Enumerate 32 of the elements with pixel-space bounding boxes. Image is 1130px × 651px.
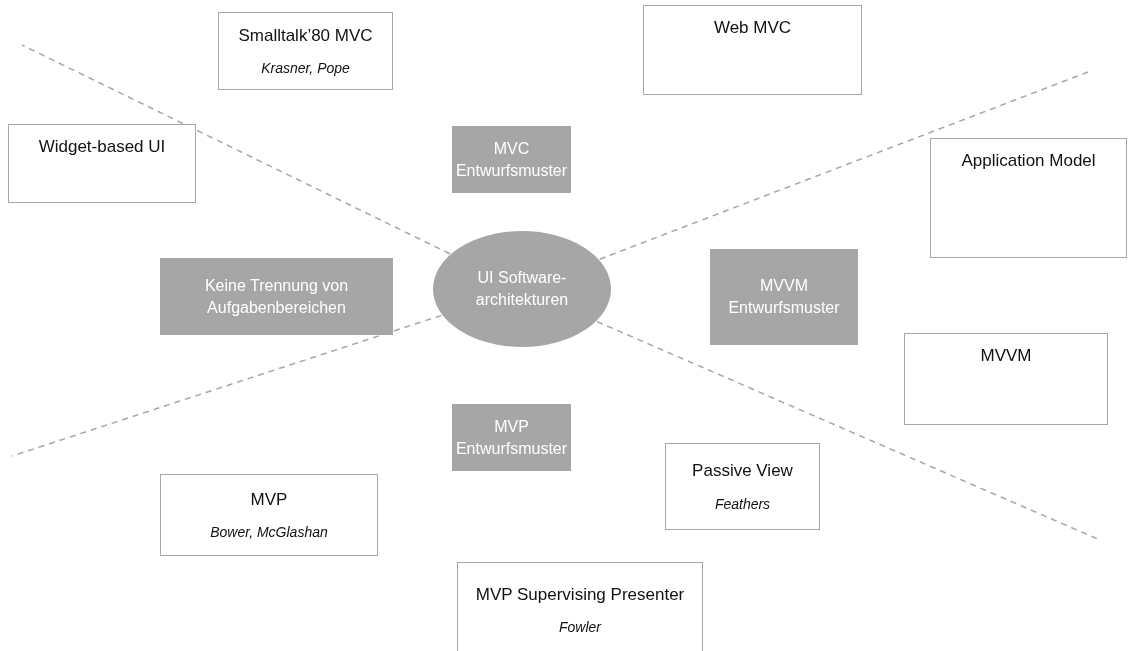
- card-subtitle: Krasner, Pope: [261, 60, 350, 77]
- center-label: UI Software-architekturen: [474, 268, 570, 310]
- category-label: MVVM Entwurfsmuster: [727, 276, 841, 318]
- card-title: MVP Supervising Presenter: [475, 584, 685, 606]
- text-card: [457, 562, 703, 651]
- category-label: MVP Entwurfsmuster: [455, 416, 568, 459]
- text-card: [160, 474, 378, 556]
- dashed-divider-line: [21, 44, 451, 255]
- text-card: [8, 124, 196, 203]
- dashed-divider-line: [598, 71, 1089, 260]
- card-title: MVVM: [980, 346, 1032, 367]
- text-card: [218, 12, 393, 90]
- category-box: [452, 126, 571, 193]
- text-card: [904, 333, 1108, 425]
- card-title: MVP: [250, 489, 288, 511]
- card-title: Web MVC: [713, 18, 792, 39]
- text-card: [930, 138, 1127, 258]
- card-title: Passive View: [692, 461, 793, 482]
- category-box: [710, 249, 858, 345]
- category-box: [160, 258, 393, 335]
- text-card: [665, 443, 820, 530]
- text-card: [643, 5, 862, 95]
- card-subtitle: Fowler: [559, 619, 601, 636]
- category-label: Keine Trennung von Aufgabenbereichen: [203, 275, 350, 318]
- category-label: MVC Entwurfsmuster: [455, 138, 568, 181]
- card-title: Widget-based UI: [38, 137, 166, 158]
- dashed-divider-line: [11, 314, 443, 457]
- card-title: Application Model: [961, 151, 1096, 172]
- card-title: Smalltalk’80 MVC: [238, 25, 373, 47]
- card-subtitle: Bower, McGlashan: [210, 524, 328, 541]
- card-subtitle: Feathers: [714, 495, 771, 512]
- category-box: [452, 404, 571, 471]
